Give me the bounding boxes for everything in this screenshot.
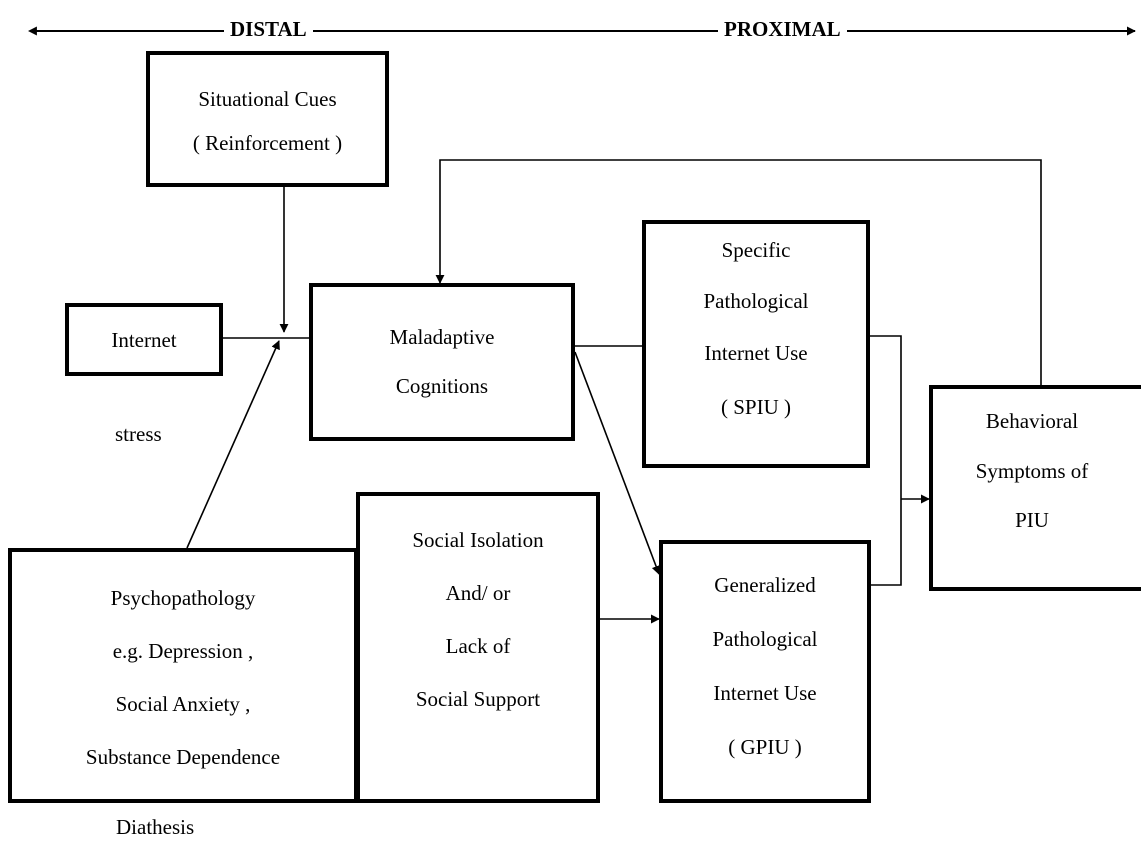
psychopathology-line-4: Substance Dependence	[85, 745, 281, 769]
psychopathology-line-1: Psychopathology	[110, 586, 256, 610]
proximal-label: PROXIMAL	[718, 17, 847, 42]
distal-label: DISTAL	[224, 17, 313, 42]
gpiu-line-1: Generalized	[714, 573, 816, 597]
social-isolation-box: Social Isolation And/ or Lack of Social …	[356, 492, 600, 803]
gpiu-box: Generalized Pathological Internet Use ( …	[659, 540, 871, 803]
behavioral-line-3: PIU	[1015, 508, 1049, 532]
arrow-feedback-to-maladaptive	[435, 159, 1042, 385]
spiu-box: Specific Pathological Internet Use ( SPI…	[642, 220, 870, 468]
spiu-line-4: ( SPIU )	[720, 395, 791, 419]
maladaptive-line-1: Maladaptive	[389, 325, 495, 349]
social-line-2: And/ or	[445, 581, 511, 605]
line-spiu-to-merge	[870, 335, 902, 586]
psychopathology-box: Psychopathology e.g. Depression , Social…	[8, 548, 358, 803]
internet-box: Internet	[65, 303, 223, 376]
psychopathology-line-2: e.g. Depression ,	[112, 639, 254, 663]
internet-line-1: Internet	[111, 328, 177, 352]
arrow-psychopathology-to-junction	[186, 340, 280, 549]
psychopathology-line-3: Social Anxiety ,	[115, 692, 251, 716]
gpiu-line-4: ( GPIU )	[728, 735, 802, 759]
maladaptive-line-2: Cognitions	[395, 374, 489, 398]
diathesis-label: Diathesis	[116, 815, 195, 839]
spiu-line-2: Pathological	[703, 289, 809, 313]
spiu-line-3: Internet Use	[704, 341, 808, 365]
gpiu-line-2: Pathological	[712, 627, 818, 651]
gpiu-line-3: Internet Use	[713, 681, 817, 705]
situational-line-1: Situational Cues	[198, 87, 337, 111]
situational-line-2: ( Reinforcement )	[192, 131, 343, 155]
behavioral-line-1: Behavioral	[985, 409, 1079, 433]
social-line-4: Social Support	[415, 687, 541, 711]
maladaptive-cognitions-box: Maladaptive Cognitions	[309, 283, 575, 441]
stress-label: stress	[115, 422, 162, 446]
social-line-3: Lack of	[445, 634, 511, 658]
social-line-1: Social Isolation	[412, 528, 544, 552]
behavioral-line-2: Symptoms of	[975, 459, 1089, 483]
spiu-line-1: Specific	[721, 238, 791, 262]
arrow-maladaptive-to-gpiu	[574, 351, 661, 575]
situational-cues-box: Situational Cues ( Reinforcement )	[146, 51, 389, 187]
behavioral-symptoms-box: Behavioral Symptoms of PIU	[929, 385, 1141, 591]
